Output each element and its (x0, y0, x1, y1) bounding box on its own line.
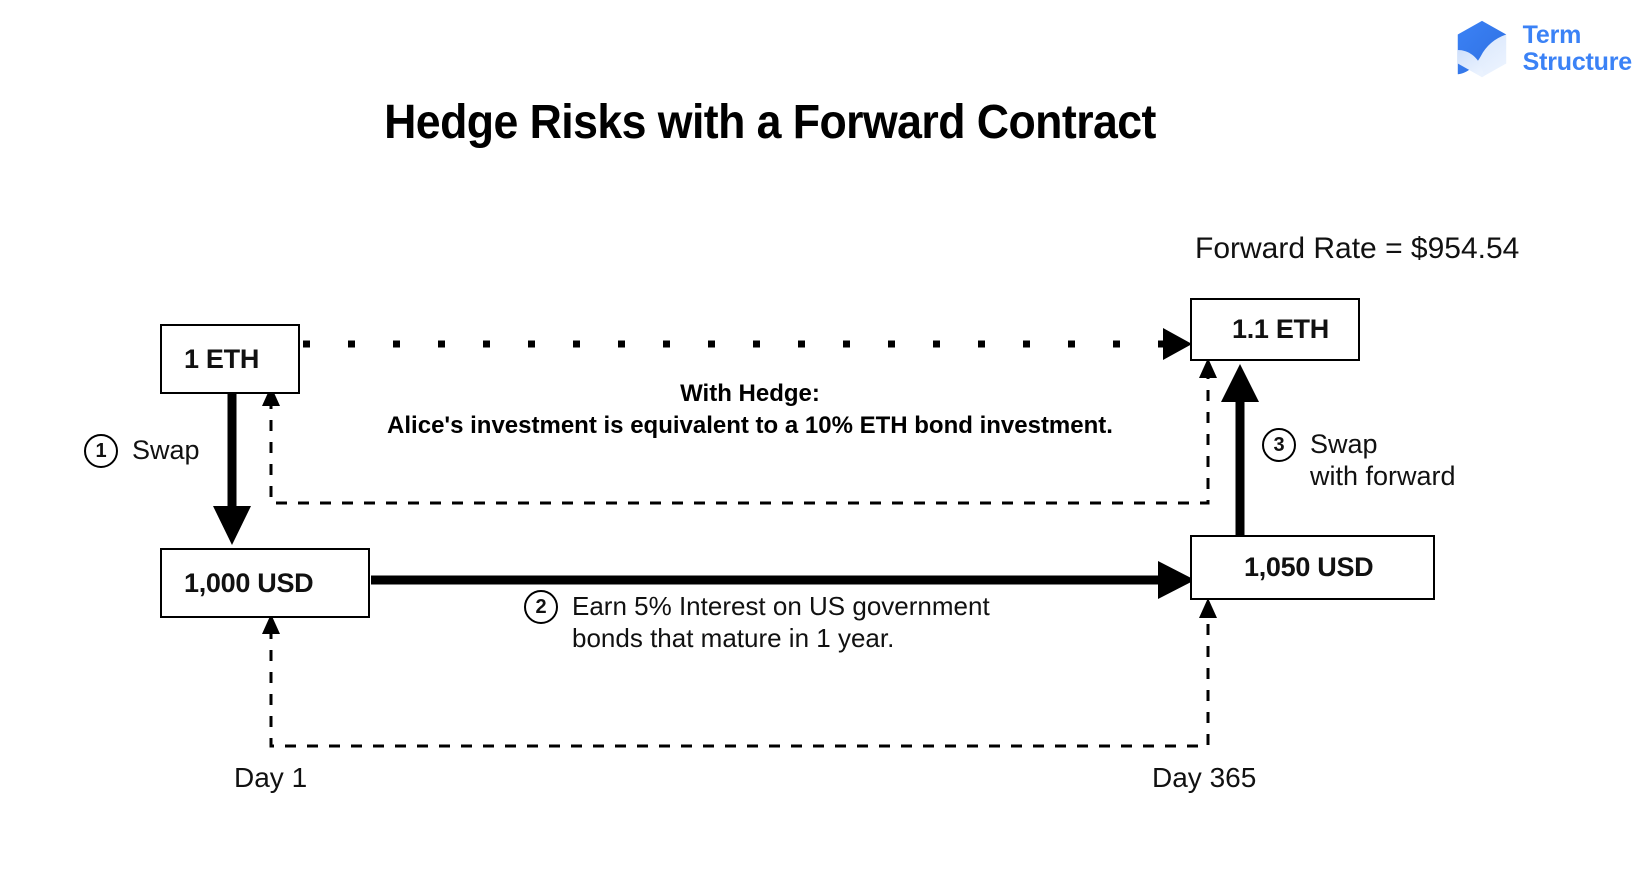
page-title: Hedge Risks with a Forward Contract (384, 96, 1156, 149)
node-usd-start-label: 1,000 USD (184, 567, 314, 598)
node-usd-end-label: 1,050 USD (1244, 552, 1374, 582)
step-1-label: Swap (132, 435, 200, 465)
hedge-note-line2: Alice's investment is equivalent to a 10… (387, 412, 1113, 440)
timeline-label-end: Day 365 (1152, 762, 1257, 793)
step-2-badge: 2 (524, 590, 558, 624)
step-2: 2 Earn 5% Interest on US government bond… (524, 590, 990, 654)
brand-name-line1: Term (1522, 21, 1582, 49)
node-usd-end: 1,050 USD (1190, 535, 1435, 600)
brand-name-line2: Structure (1522, 48, 1633, 76)
step-1-badge: 1 (84, 434, 118, 468)
hedge-note: With Hedge: Alice's investment is equiva… (300, 378, 1200, 443)
hedge-note-line1: With Hedge: (680, 380, 820, 407)
brand-name: Term Structure (1522, 21, 1633, 76)
hexagon-swoosh-logo-icon (1457, 20, 1506, 78)
step-3: 3 Swap with forward (1262, 428, 1456, 493)
step-1: 1 Swap (84, 434, 200, 468)
node-eth-start-label: 1 ETH (184, 343, 260, 374)
node-eth-end-label: 1.1 ETH (1232, 314, 1329, 344)
step-3-badge: 3 (1262, 428, 1296, 462)
node-usd-start: 1,000 USD (160, 548, 370, 618)
node-eth-start: 1 ETH (160, 324, 300, 394)
step-3-label: Swap with forward (1310, 429, 1456, 491)
step-2-label: Earn 5% Interest on US government bonds … (572, 591, 990, 653)
connector-eth-dotted (303, 328, 1192, 360)
timeline-label-start: Day 1 (234, 762, 308, 793)
connector-swap-down (213, 394, 251, 545)
forward-rate-annotation: Forward Rate = $954.54 (1195, 232, 1520, 265)
brand-logo: Term Structure (1451, 18, 1632, 80)
node-eth-end: 1.1 ETH (1190, 298, 1360, 361)
connector-swap-forward-up (1221, 364, 1259, 535)
